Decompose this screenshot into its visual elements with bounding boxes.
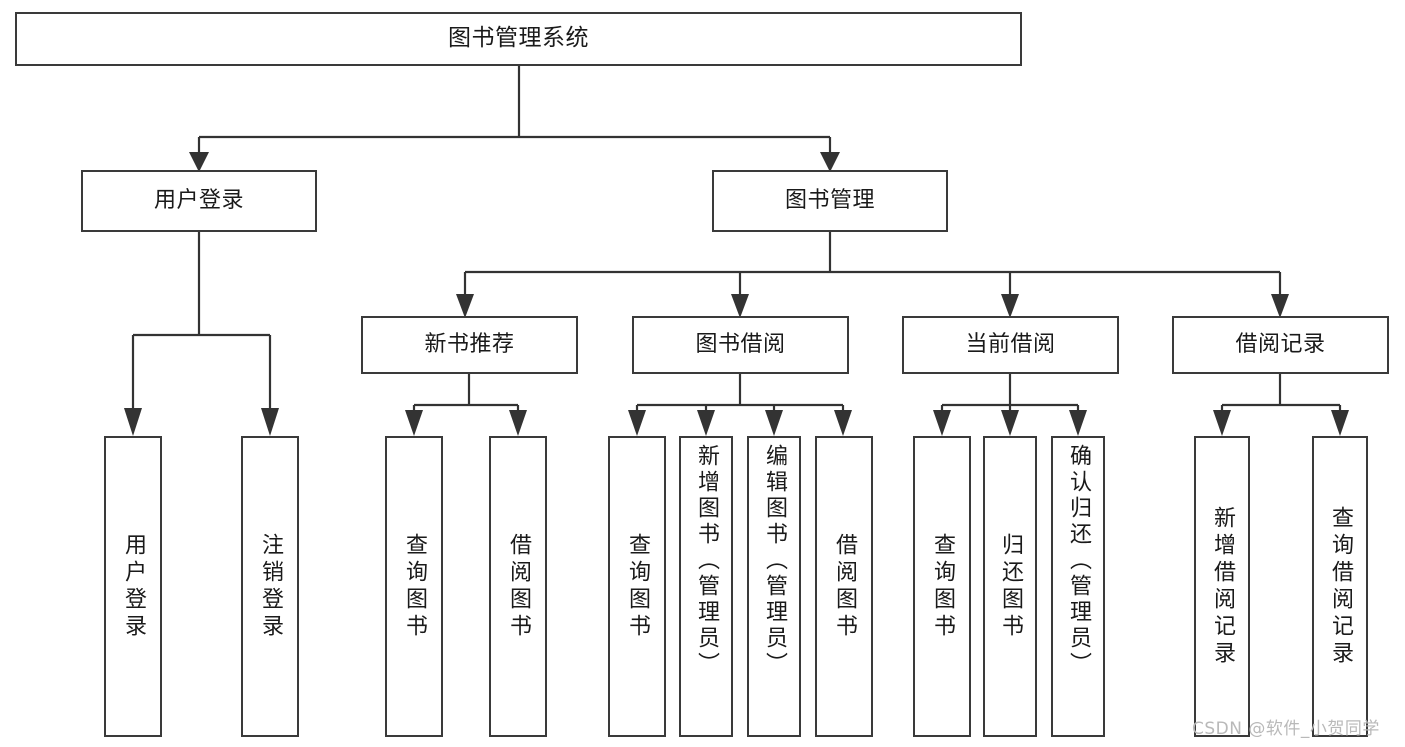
- node-root[interactable]: 图书管理系统: [15, 12, 1022, 66]
- node-leaf-confirm-return[interactable]: 确认归还（管理员）: [1051, 436, 1105, 737]
- arrow-borrow-record: [1271, 294, 1289, 318]
- node-user-login-label: 用户登录: [153, 188, 244, 214]
- arrow-leaf-logout: [261, 408, 279, 436]
- arrow-new-book-rec: [456, 294, 474, 318]
- arrow-cb-leaf-1: [933, 410, 951, 436]
- arrow-nbr-leaf-1: [405, 410, 423, 436]
- node-leaf-query-record-label: 查询借阅记录: [1328, 505, 1353, 668]
- arrow-bb-leaf-1: [628, 410, 646, 436]
- node-leaf-query-book-1[interactable]: 查询图书: [385, 436, 443, 737]
- node-new-book-rec[interactable]: 新书推荐: [361, 316, 578, 374]
- node-current-borrow-label: 当前借阅: [965, 332, 1056, 358]
- node-leaf-add-record-label: 新增借阅记录: [1210, 505, 1235, 668]
- node-leaf-edit-book[interactable]: 编辑图书（管理员）: [747, 436, 801, 737]
- arrow-bb-leaf-3: [765, 410, 783, 436]
- arrow-bb-leaf-4: [834, 410, 852, 436]
- node-leaf-add-book-label: 新增图书（管理员）: [694, 444, 719, 678]
- node-leaf-user-login-label: 用户登录: [121, 532, 146, 641]
- node-book-manage-label: 图书管理: [784, 188, 875, 214]
- node-leaf-confirm-return-label: 确认归还（管理员）: [1066, 444, 1091, 678]
- node-leaf-return-book[interactable]: 归还图书: [983, 436, 1037, 737]
- node-leaf-query-record[interactable]: 查询借阅记录: [1312, 436, 1368, 737]
- node-book-borrow[interactable]: 图书借阅: [632, 316, 849, 374]
- node-leaf-query-book-2[interactable]: 查询图书: [608, 436, 666, 737]
- node-leaf-query-book-2-label: 查询图书: [625, 532, 650, 641]
- node-leaf-logout-label: 注销登录: [258, 532, 283, 641]
- node-borrow-record[interactable]: 借阅记录: [1172, 316, 1389, 374]
- node-new-book-rec-label: 新书推荐: [424, 332, 515, 358]
- node-leaf-return-book-label: 归还图书: [998, 532, 1023, 641]
- node-root-label: 图书管理系统: [448, 25, 589, 52]
- node-current-borrow[interactable]: 当前借阅: [902, 316, 1119, 374]
- arrow-book-manage: [820, 152, 840, 172]
- arrow-book-borrow: [731, 294, 749, 318]
- node-leaf-query-book-3[interactable]: 查询图书: [913, 436, 971, 737]
- csdn-watermark: CSDN @软件_小贺同学: [1192, 719, 1380, 739]
- node-leaf-query-book-1-label: 查询图书: [402, 532, 427, 641]
- arrow-br-leaf-1: [1213, 410, 1231, 436]
- node-leaf-query-book-3-label: 查询图书: [930, 532, 955, 641]
- node-leaf-borrow-book-2-label: 借阅图书: [832, 532, 857, 641]
- arrow-nbr-leaf-2: [509, 410, 527, 436]
- node-book-manage[interactable]: 图书管理: [712, 170, 948, 232]
- arrow-current-borrow: [1001, 294, 1019, 318]
- node-leaf-borrow-book-2[interactable]: 借阅图书: [815, 436, 873, 737]
- node-leaf-logout[interactable]: 注销登录: [241, 436, 299, 737]
- node-leaf-borrow-book-1-label: 借阅图书: [506, 532, 531, 641]
- arrow-leaf-user-login: [124, 408, 142, 436]
- arrow-cb-leaf-2: [1001, 410, 1019, 436]
- arrow-br-leaf-2: [1331, 410, 1349, 436]
- node-book-borrow-label: 图书借阅: [695, 332, 786, 358]
- node-leaf-borrow-book-1[interactable]: 借阅图书: [489, 436, 547, 737]
- arrow-cb-leaf-3: [1069, 410, 1087, 436]
- node-leaf-add-book[interactable]: 新增图书（管理员）: [679, 436, 733, 737]
- node-borrow-record-label: 借阅记录: [1235, 332, 1326, 358]
- arrow-bb-leaf-2: [697, 410, 715, 436]
- node-leaf-user-login[interactable]: 用户登录: [104, 436, 162, 737]
- arrow-user-login: [189, 152, 209, 172]
- node-leaf-edit-book-label: 编辑图书（管理员）: [762, 444, 787, 678]
- node-user-login[interactable]: 用户登录: [81, 170, 317, 232]
- node-leaf-add-record[interactable]: 新增借阅记录: [1194, 436, 1250, 737]
